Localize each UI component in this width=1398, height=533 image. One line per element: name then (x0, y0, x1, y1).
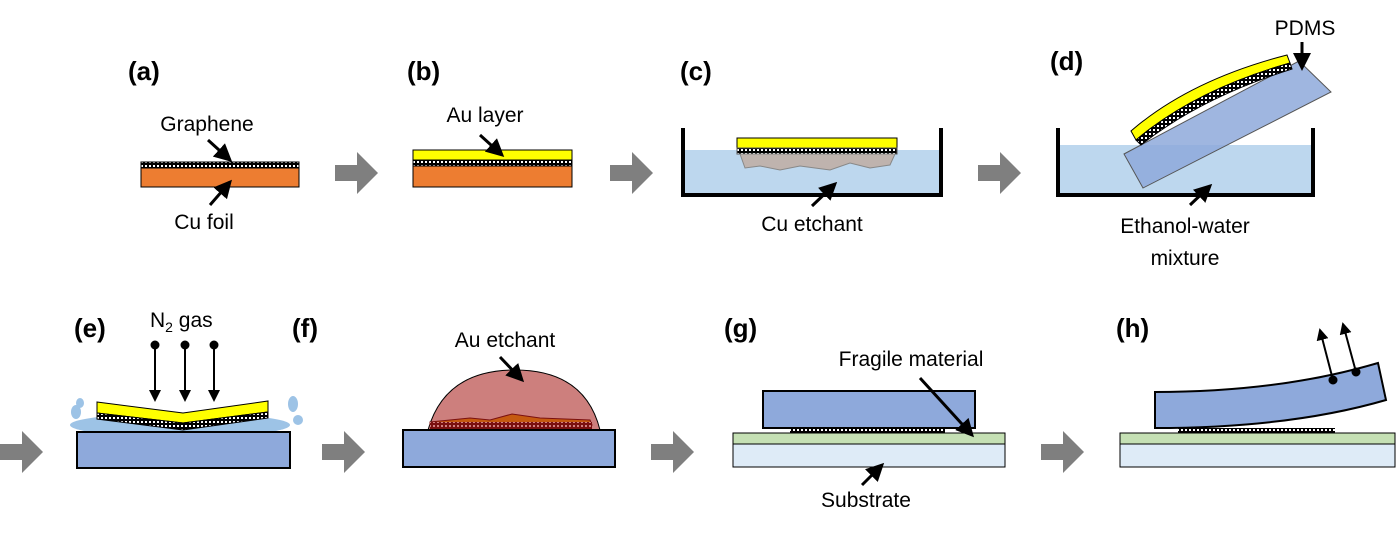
container (1056, 128, 1315, 197)
cu-foil-text: Cu foil (174, 211, 234, 234)
pointer-arrow (918, 376, 975, 438)
au-layer-text: Au layer (446, 104, 523, 127)
substrate (76, 431, 291, 469)
au-etchant-text: Au etchant (455, 329, 556, 352)
pointer-arrow (498, 355, 525, 383)
pointer-arrow (860, 462, 885, 487)
panel-label: (g) (724, 313, 757, 343)
cu-foil (140, 167, 300, 188)
n2-gas-text: N2 gas (150, 309, 213, 335)
pointer-arrow (208, 179, 232, 206)
step-arrow-icon (322, 431, 365, 473)
substrate (402, 429, 616, 468)
au-layer (412, 149, 573, 161)
substrate (1119, 443, 1396, 468)
fragile-material-text: Fragile material (839, 348, 984, 371)
panel-b: (b) Au layer (407, 56, 573, 188)
pointer-arrow (810, 181, 838, 208)
panel-label: (c) (680, 56, 712, 86)
substrate (732, 443, 1006, 468)
panel-a: (a) Graphene Cu foil (128, 56, 300, 234)
pointer-arrow (478, 133, 505, 158)
pdms-slab (1123, 60, 1332, 189)
step-arrow-icon (1041, 431, 1084, 473)
graphene-layer (1135, 62, 1293, 146)
pdms-slab (762, 390, 976, 429)
graphene-layer (430, 422, 592, 430)
step-arrow-icon (651, 431, 694, 473)
liquid-text-line1: Ethanol-water (1120, 215, 1250, 238)
panel-label: (f) (292, 313, 318, 343)
panel-h: (h) (1116, 313, 1396, 468)
step-arrow-icon (610, 152, 653, 194)
panel-f: (f) Au etchant (292, 313, 616, 468)
panel-d: (d) PDMS Ethanol-water mixture (1050, 17, 1335, 270)
peel-arrows (1316, 322, 1361, 385)
panel-label: (d) (1050, 46, 1083, 76)
fragile-material (1119, 432, 1396, 445)
container (681, 128, 943, 197)
au-layer (736, 137, 898, 149)
panel-label: (a) (128, 56, 160, 86)
graphene-text: Graphene (160, 113, 253, 136)
pointer-arrow (206, 138, 233, 163)
panel-e: (e) N2 gas (70, 309, 303, 469)
panel-label: (h) (1116, 313, 1149, 343)
substrate-text: Substrate (821, 489, 911, 512)
cu-remnant (739, 153, 896, 171)
graphene-layer (736, 147, 898, 155)
graphene-layer (790, 428, 945, 433)
graphene-layer (96, 411, 269, 431)
pdms-slab-peeling (1154, 361, 1388, 430)
cu-etchant-text: Cu etchant (761, 213, 863, 236)
gas-flow-arrows (149, 340, 220, 402)
step-arrow-icon (335, 152, 378, 194)
graphene-layer (1178, 428, 1335, 433)
panel-label: (b) (407, 56, 440, 86)
panel-label: (e) (74, 313, 106, 343)
graphene-layer (140, 161, 300, 169)
pointer-arrow (1188, 183, 1213, 207)
pdms-text: PDMS (1275, 17, 1336, 40)
panel-g: (g) Fragile material Substrate (724, 313, 1006, 512)
step-arrow-icon (978, 152, 1021, 194)
fragile-material (732, 432, 1006, 445)
panel-c: (c) Cu etchant (680, 56, 943, 236)
cu-foil (412, 165, 573, 188)
liquid-text-line2: mixture (1151, 247, 1220, 270)
graphene-layer (412, 159, 573, 167)
step-arrow-icon (0, 431, 43, 473)
